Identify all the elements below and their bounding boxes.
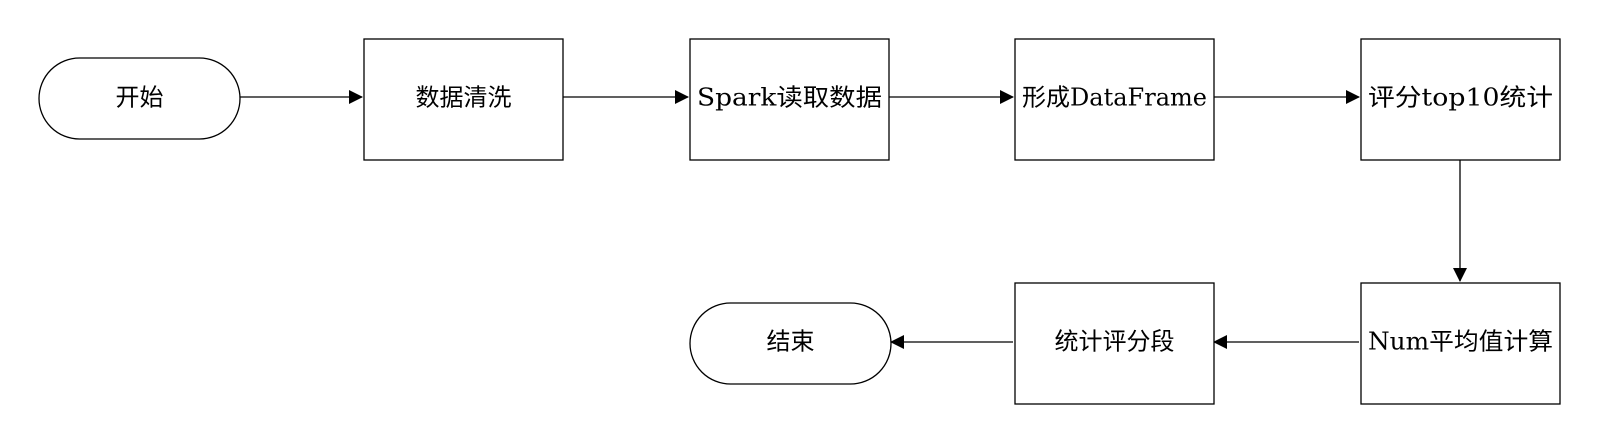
- node-start-label: 开始: [116, 84, 164, 112]
- node-read-label: Spark读取数据: [697, 84, 882, 112]
- node-segment: 统计评分段: [1014, 282, 1215, 405]
- node-avg-label: Num平均值计算: [1368, 328, 1553, 356]
- node-avg: Num平均值计算: [1360, 282, 1561, 405]
- node-dataframe: 形成DataFrame: [1014, 38, 1215, 161]
- connectors: [240, 90, 1467, 349]
- node-clean: 数据清洗: [363, 38, 564, 161]
- node-end: 结束: [689, 302, 892, 385]
- node-top10-label: 评分top10统计: [1368, 84, 1553, 112]
- nodes: 开始 数据清洗 Spark读取数据 形成DataFrame 评分top10统计 …: [38, 38, 1561, 405]
- node-start: 开始: [38, 57, 241, 140]
- node-read: Spark读取数据: [689, 38, 890, 161]
- node-clean-label: 数据清洗: [416, 84, 512, 112]
- node-end-label: 结束: [767, 328, 815, 356]
- node-segment-label: 统计评分段: [1055, 328, 1175, 356]
- node-dataframe-label: 形成DataFrame: [1022, 84, 1207, 112]
- node-top10: 评分top10统计: [1360, 38, 1561, 161]
